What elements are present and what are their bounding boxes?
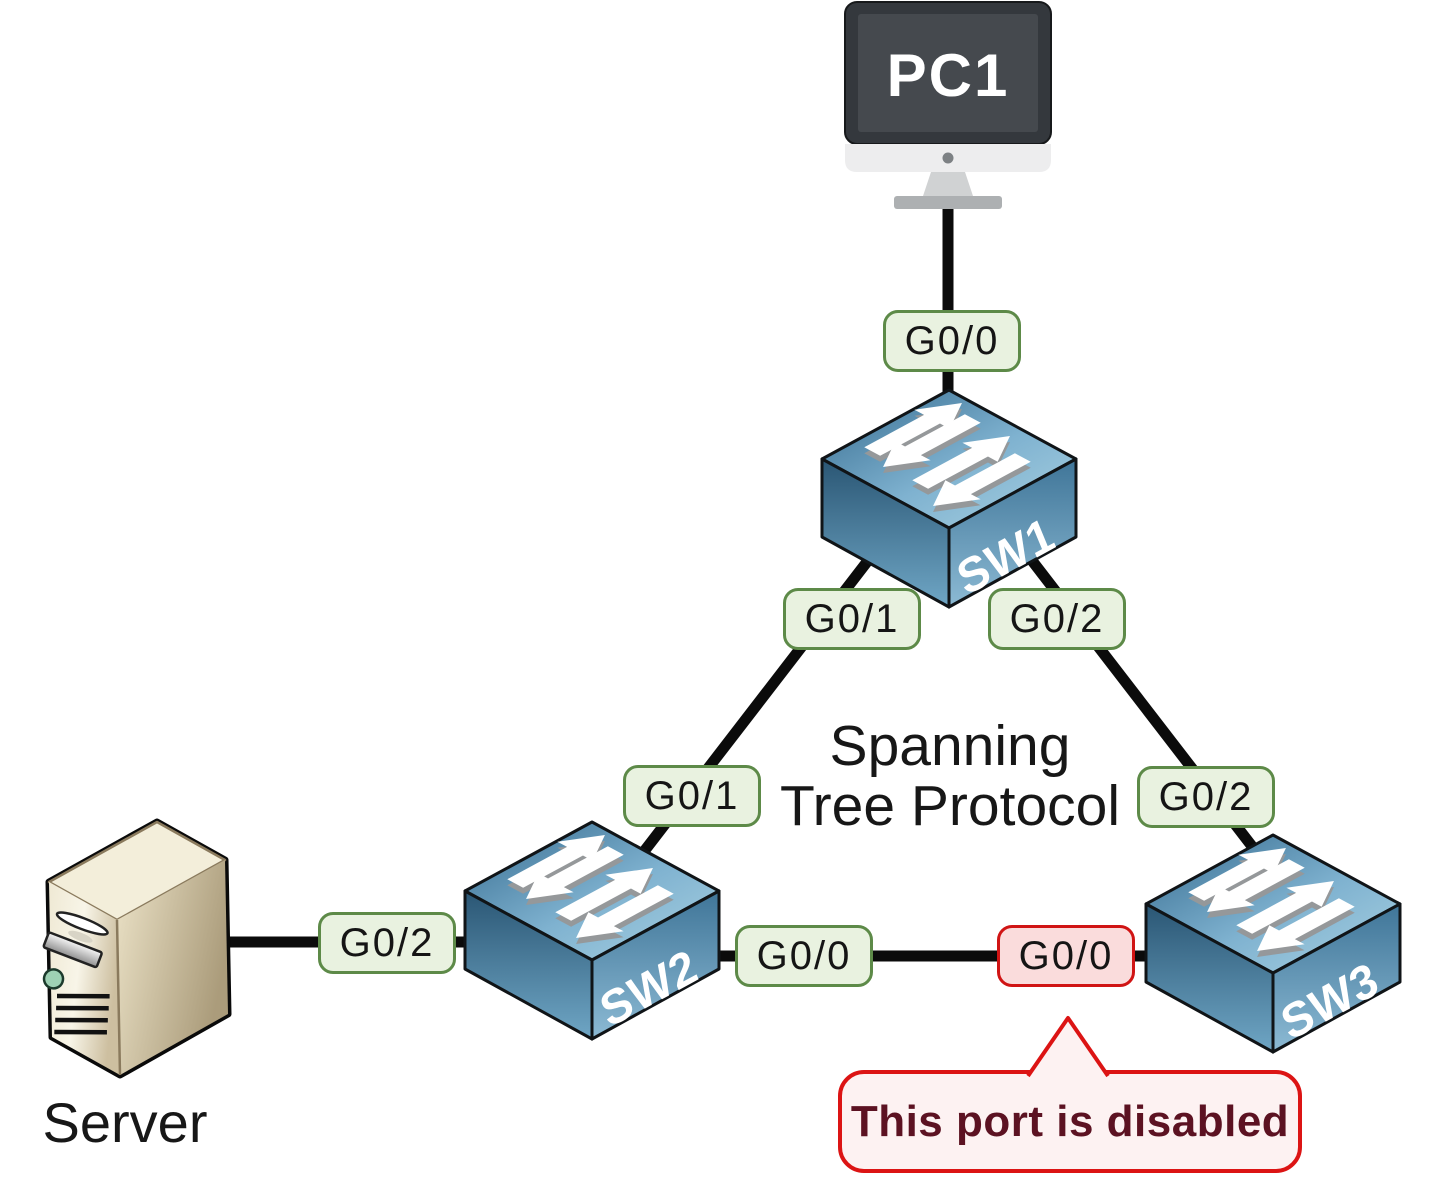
diagram-title-line2: Tree Protocol	[779, 774, 1121, 838]
server-drive-bays	[42, 911, 109, 990]
pc1-icon: PC1	[844, 1, 1052, 209]
switch-icon	[465, 822, 719, 1039]
sw2-icon: SW2	[465, 822, 719, 1039]
server-edge	[115, 919, 122, 1076]
switch-icon	[1146, 835, 1400, 1052]
disabled-port-callout: This port is disabled	[838, 1070, 1302, 1173]
server-name: Server	[42, 1091, 208, 1154]
port-label-sw1-g0-1: G0/1	[783, 588, 921, 650]
port-label-sw2-g0-1: G0/1	[623, 765, 761, 827]
diagram-title: Spanning Tree Protocol	[690, 716, 1210, 836]
pc-button	[942, 152, 954, 164]
port-label-sw3-g0-2: G0/2	[1137, 766, 1275, 828]
pc-stand-neck	[923, 172, 973, 196]
pc-screen	[858, 14, 1038, 132]
server-power-button	[42, 968, 65, 990]
server-side-face	[117, 860, 228, 1075]
server-vents	[54, 993, 110, 1035]
diagram-title-line1: Spanning	[829, 714, 1071, 778]
port-label-sw2-g0-0: G0/0	[735, 925, 873, 987]
port-label-sw1-g0-2: G0/2	[988, 588, 1126, 650]
port-label-sw2-g0-2: G0/2	[318, 912, 456, 974]
pc-stand-base	[894, 196, 1002, 209]
port-label-sw1-g0-0: G0/0	[883, 310, 1021, 372]
port-label-sw3-g0-0-disabled: G0/0	[997, 925, 1135, 987]
pc1-name: PC1	[887, 42, 1010, 109]
cables	[215, 190, 1293, 962]
server-icon	[42, 818, 232, 1079]
sw3-icon: SW3	[1146, 835, 1400, 1052]
callout-pointer	[1026, 1016, 1110, 1078]
